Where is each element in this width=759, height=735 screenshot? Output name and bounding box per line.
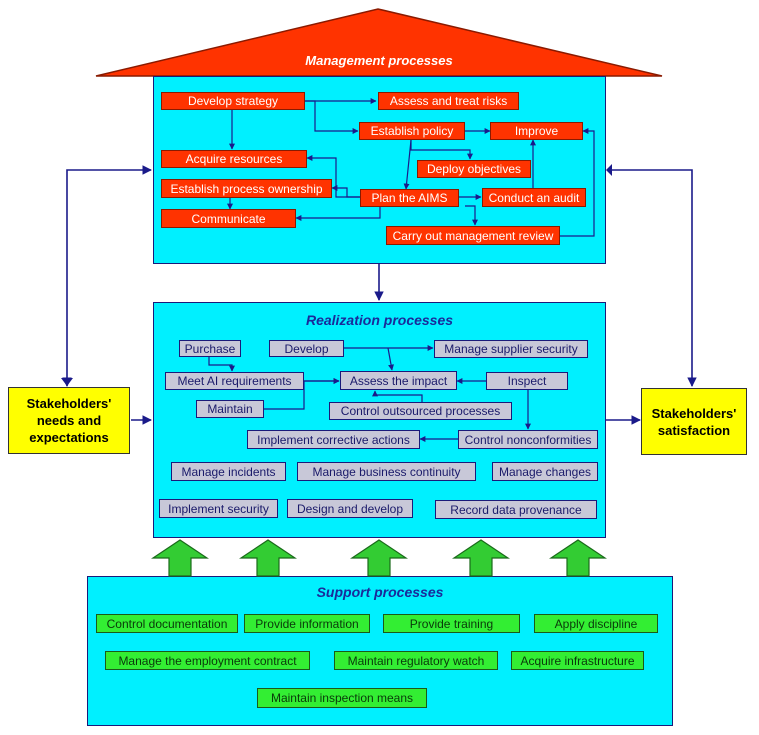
information-box: Provide information <box>244 614 370 633</box>
connector-plan-communicate <box>295 206 381 221</box>
employment-box: Manage the employment contract <box>105 651 310 670</box>
connector-needs-management <box>62 165 152 387</box>
stakeholders-satisfaction-box: Stakeholders' satisfaction <box>641 388 747 455</box>
connector-develop-assess <box>387 347 394 371</box>
connector-policy-plan <box>403 139 412 190</box>
training-box: Provide training <box>383 614 520 633</box>
realization-title: Realization processes <box>305 312 454 328</box>
management-review-box: Carry out management review <box>386 226 560 245</box>
design-box: Design and develop <box>287 499 413 518</box>
develop-strategy-box: Develop strategy <box>161 92 305 110</box>
documentation-box: Control documentation <box>96 614 238 633</box>
provenance-box: Record data provenance <box>435 500 597 519</box>
meet-ai-box: Meet AI requirements <box>165 372 304 390</box>
acquire-resources-box: Acquire resources <box>161 150 307 168</box>
infrastructure-box: Acquire infrastructure <box>511 651 644 670</box>
nonconformities-box: Control nonconformities <box>458 430 598 449</box>
regulatory-box: Maintain regulatory watch <box>334 651 498 670</box>
continuity-box: Manage business continuity <box>297 462 476 481</box>
improve-box: Improve <box>490 122 583 140</box>
management-title: Management processes <box>305 53 453 68</box>
inspect-box: Inspect <box>486 372 568 390</box>
connector-purchase-meet <box>208 357 235 372</box>
support-arrow-4 <box>452 539 510 577</box>
stakeholders-needs-box: Stakeholders' needs and expectations <box>8 387 130 454</box>
support-title: Support processes <box>316 584 444 600</box>
connector-outsourced-assess <box>372 390 423 402</box>
corrective-box: Implement corrective actions <box>247 430 420 449</box>
purchase-box: Purchase <box>179 340 241 357</box>
communicate-box: Communicate <box>161 209 296 228</box>
outsourced-box: Control outsourced processes <box>329 402 512 420</box>
connector-policy-deploy <box>410 140 473 160</box>
discipline-box: Apply discipline <box>534 614 658 633</box>
assess-risks-box: Assess and treat risks <box>378 92 519 110</box>
connector-strategy-policy <box>305 100 359 134</box>
assess-impact-box: Assess the impact <box>340 371 457 390</box>
arrowhead-satisfaction-top <box>606 164 612 176</box>
incidents-box: Manage incidents <box>171 462 286 481</box>
security-box: Implement security <box>159 499 278 518</box>
conduct-audit-box: Conduct an audit <box>482 188 586 207</box>
support-arrow-5 <box>549 539 607 577</box>
arrowhead-needs-bottom <box>61 378 73 386</box>
process-ownership-box: Establish process ownership <box>161 179 332 198</box>
connector-maintain-assess <box>264 378 340 410</box>
support-arrow-1 <box>151 539 209 577</box>
connector-plan-review <box>465 205 478 226</box>
connector-plan-ownership <box>331 185 360 198</box>
establish-policy-box: Establish policy <box>359 122 465 140</box>
connector-management-satisfaction <box>608 169 697 387</box>
develop-box: Develop <box>269 340 344 357</box>
support-arrow-3 <box>350 539 408 577</box>
supplier-security-box: Manage supplier security <box>434 340 588 358</box>
inspection-means-box: Maintain inspection means <box>257 688 427 708</box>
connector-review-improve <box>560 128 595 237</box>
support-arrow-2 <box>239 539 297 577</box>
changes-box: Manage changes <box>492 462 598 481</box>
plan-aims-box: Plan the AIMS <box>360 189 459 207</box>
deploy-objectives-box: Deploy objectives <box>417 160 531 178</box>
maintain-box: Maintain <box>196 400 264 418</box>
